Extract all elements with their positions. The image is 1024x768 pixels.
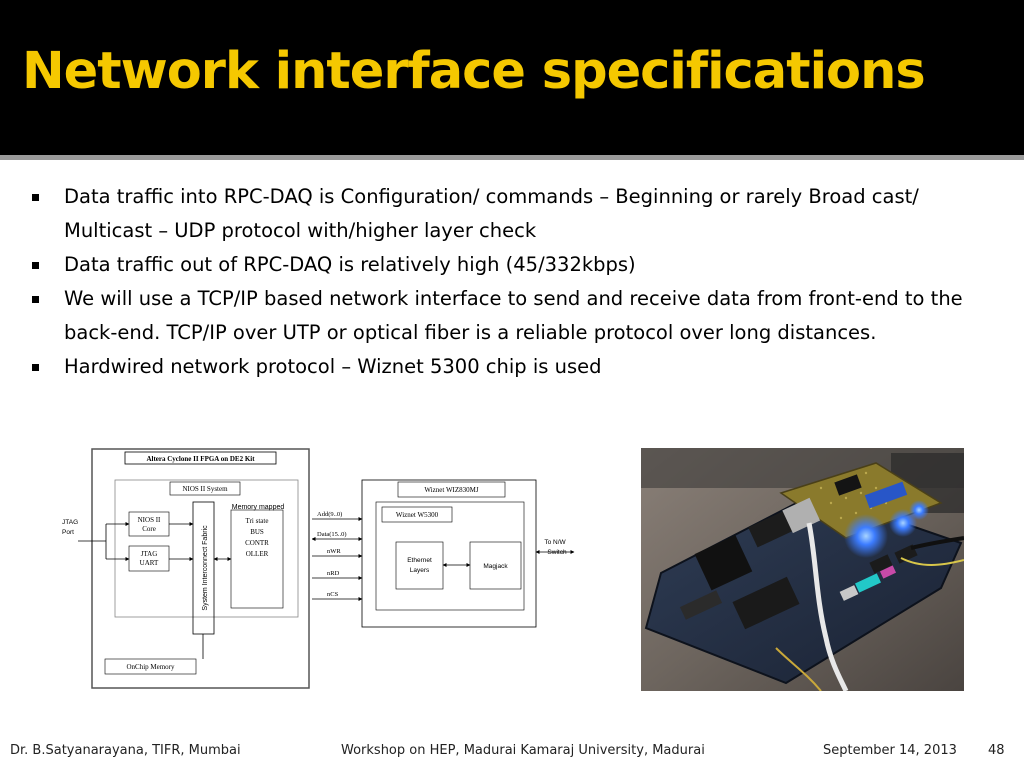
wiznet-module-label: Wiznet WIZ830MJ <box>424 486 478 494</box>
footer-workshop: Workshop on HEP, Madurai Kamaraj Univers… <box>341 743 705 758</box>
wiznet-chip-label-box <box>381 506 453 523</box>
wiznet-chip-box <box>375 501 525 611</box>
signal-label: Data(15..0) <box>317 531 347 538</box>
wiznet-diagram: Add(9..0) Data(15..0) nWR nRD nCS Wiznet… <box>312 479 575 628</box>
jtag-port-label: JTAG <box>62 519 78 526</box>
footer-date: September 14, 2013 <box>823 743 957 758</box>
bus-controller-label: Tri state <box>246 517 269 525</box>
onchip-memory-label: OnChip Memory <box>126 663 175 671</box>
to-network-label: To N/W <box>544 539 566 546</box>
kit-title-box <box>124 451 277 465</box>
ethernet-layers-box <box>395 541 444 590</box>
slide-title: Network interface specifications <box>22 42 926 101</box>
nios-system-label-box <box>169 481 241 496</box>
jtag-port-label: Port <box>62 529 74 536</box>
onchip-memory-box <box>104 658 197 675</box>
footer-author: Dr. B.Satyanarayana, TIFR, Mumbai <box>10 743 241 758</box>
signal-lines <box>312 517 363 601</box>
page-number: 48 <box>988 743 1005 758</box>
ethernet-layers-label: Layers <box>410 567 430 574</box>
bus-controller-label: CONTR <box>245 539 269 547</box>
bullet-item: Data traffic into RPC-DAQ is Configurati… <box>32 180 1002 248</box>
jtag-uart-label: JTAG <box>141 550 158 558</box>
nios-core-label: Core <box>142 525 156 533</box>
bus-controller-label: BUS <box>250 528 264 536</box>
nios-system-box <box>114 479 299 618</box>
signal-label: nCS <box>327 591 339 598</box>
magjack-label: Magjack <box>483 563 508 570</box>
signal-label: nRD <box>327 570 340 577</box>
bullet-list: Data traffic into RPC-DAQ is Configurati… <box>32 180 1002 384</box>
nios-core-label: NIOS II <box>138 516 161 524</box>
kit-title: Altera Cyclone II FPGA on DE2 Kit <box>146 455 255 463</box>
internal-connections <box>169 522 232 659</box>
nios-system-label: NIOS II System <box>182 485 228 493</box>
block-diagram: Altera Cyclone II FPGA on DE2 Kit NIOS I… <box>62 448 310 689</box>
wiznet-chip-label: Wiznet W5300 <box>396 511 439 519</box>
jtag-port-connector <box>78 522 130 561</box>
ethernet-layers-label: Ethernet <box>407 557 432 564</box>
jtag-uart-label: UART <box>140 559 159 567</box>
title-bar: Network interface specifications <box>0 0 1024 160</box>
fabric-label: System Interconnect Fabric <box>202 525 209 611</box>
board-photo <box>641 448 964 691</box>
bullet-item: We will use a TCP/IP based network inter… <box>32 282 1002 350</box>
bullet-item: Data traffic out of RPC-DAQ is relativel… <box>32 248 1002 282</box>
signal-label: Add(9..0) <box>317 511 342 518</box>
fabric-box <box>192 501 215 635</box>
bus-controller-label: OLLER <box>246 550 269 558</box>
signal-label: nWR <box>327 548 341 555</box>
wiznet-module-label-box <box>397 481 506 498</box>
to-network-label: Switch <box>547 549 567 556</box>
fpga-kit-box <box>91 448 310 689</box>
bullet-item: Hardwired network protocol – Wiznet 5300… <box>32 350 1002 384</box>
memory-mapped-label: Memory mapped <box>232 504 285 511</box>
